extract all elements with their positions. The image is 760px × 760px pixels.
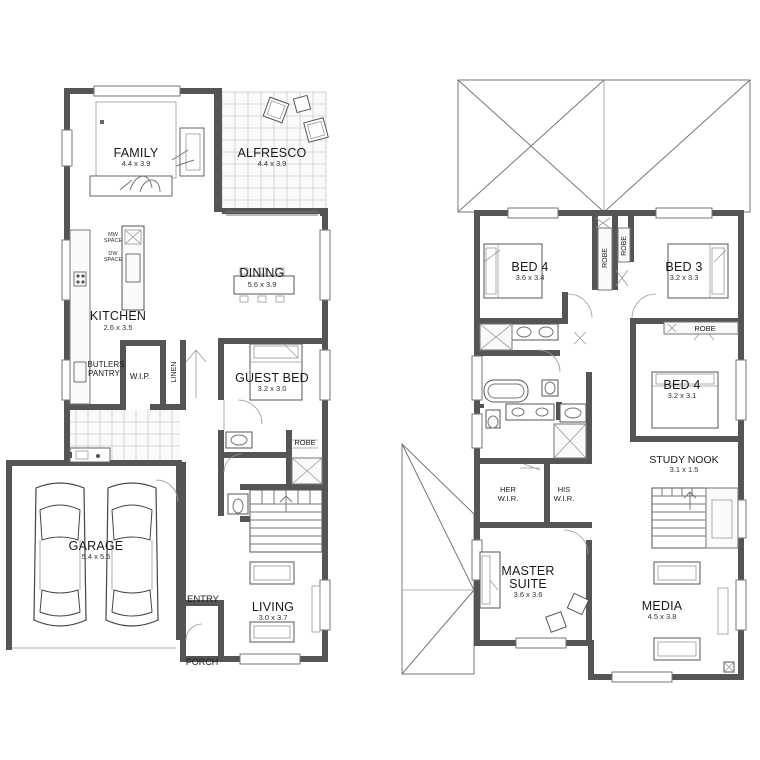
room-dims-living: 3.0 x 3.7 [259,613,288,622]
ground-bathroom [225,431,323,515]
room-name-bed4-right: BED 4 [663,378,700,392]
room-dims-media: 4.5 x 3.8 [648,612,677,621]
room-dims-guest-bed: 3.2 x 3.0 [258,384,287,393]
room-name-porch: PORCH [186,657,219,667]
room-dims-bed3: 3.2 x 3.3 [670,273,699,282]
ground-stairs [249,489,323,553]
room-name-his-wir-2: W.I.R. [554,494,574,503]
alfresco-chairs [262,94,329,143]
room-name-linen: LINEN [171,362,178,383]
upper-bathroom [479,323,587,459]
appliance-mw-1: MW [108,232,119,238]
room-dims-garage: 5.4 x 5.5 [82,552,111,561]
room-name-wip: W.I.P. [130,372,150,381]
room-labels: FAMILY 4.4 x 3.9 ALFRESCO 4.4 x 3.9 DINI… [69,146,719,667]
front-roof [457,79,751,213]
room-dims-bed4-left: 3.6 x 3.4 [516,273,545,282]
upper-stairs [651,487,739,549]
room-name-master-1: MASTER [501,564,554,578]
kitchen-bench [69,225,145,405]
room-name-robe-up-c: ROBE [694,324,715,333]
appliance-dw-1: DW [108,251,118,257]
room-name-robe-up-b: ROBE [621,236,628,256]
room-name-butlers-1: BUTLERS [88,360,125,369]
room-dims-dining: 5.6 x 3.9 [248,280,277,289]
appliance-mw-2: SPACE [104,238,123,244]
room-name-his-wir-1: HIS [558,485,571,494]
room-name-master-2: SUITE [509,577,547,591]
room-dims-bed4-right: 3.2 x 3.1 [668,391,697,400]
room-name-robe-ground: ROBE [294,438,315,447]
side-roof [401,442,475,675]
room-name-alfresco: ALFRESCO [238,146,307,160]
dining-table [233,267,295,303]
room-dims-family: 4.4 x 3.9 [122,159,151,168]
room-name-her-wir-1: HER [500,485,516,494]
ground-floor [6,85,331,665]
room-name-family: FAMILY [114,146,159,160]
bed-icon [667,243,729,299]
family-furniture [89,101,205,197]
room-name-study-nook: STUDY NOOK [649,454,718,466]
room-name-entry: ENTRY [187,594,220,605]
room-name-her-wir-2: W.I.R. [498,494,518,503]
room-dims-kitchen: 2.6 x 3.5 [104,323,133,332]
room-name-living: LIVING [252,600,294,614]
room-dims-alfresco: 4.4 x 3.9 [258,159,287,168]
room-name-media: MEDIA [642,599,683,613]
master-furniture [479,551,590,633]
car-icon [105,482,159,627]
room-dims-master: 3.6 x 3.6 [514,590,543,599]
guest-bed [249,343,303,401]
room-name-dining: DINING [240,266,285,280]
appliance-dw-2: SPACE [104,257,123,263]
media-furniture [653,561,735,673]
room-name-guest-bed: GUEST BED [235,371,309,385]
bed-icon [651,371,719,429]
room-name-bed3: BED 3 [665,260,702,274]
room-name-bed4-left: BED 4 [511,260,548,274]
room-name-garage: GARAGE [69,539,124,553]
room-name-robe-up-a: ROBE [602,248,609,268]
car-icon [33,482,87,627]
upper-floor [401,79,751,683]
room-name-kitchen: KITCHEN [90,309,146,323]
living-furniture [249,561,321,643]
bed-icon [483,243,543,299]
hall-tiles [64,410,180,462]
room-name-butlers-2: PANTRY [88,369,120,378]
room-dims-study-nook: 3.1 x 1.5 [670,465,699,474]
